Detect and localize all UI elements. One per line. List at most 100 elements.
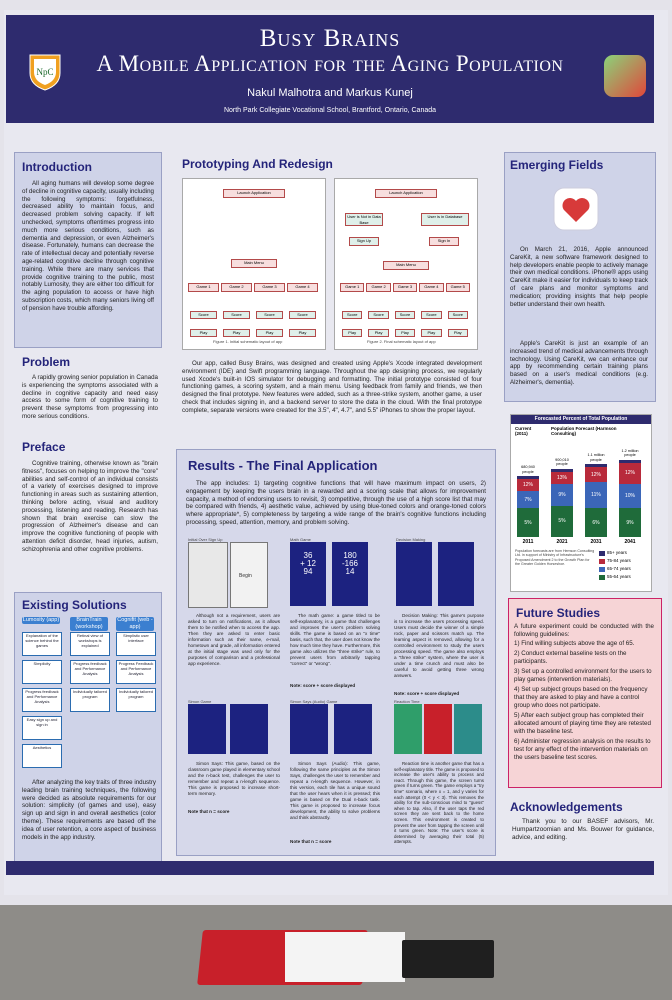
preface-body: Cognitive training, otherwise known as "… <box>22 460 158 553</box>
fig-game-node: Game 2 <box>221 283 252 292</box>
simon-audio-screenshot-1 <box>290 704 328 754</box>
legend-swatch <box>599 575 605 580</box>
fig1-main-menu-node: Main Menu <box>231 259 277 268</box>
results-decision-note: Note: score + score displayed <box>394 691 460 696</box>
decision-screenshot-1 <box>396 542 432 606</box>
fig-score-node: Score <box>342 311 363 319</box>
reaction-screenshot-teal <box>454 704 482 754</box>
future-studies-panel <box>508 598 662 788</box>
forecast-year-label: 2011 <box>522 539 534 545</box>
shot-label-simon: Simon Game <box>188 699 212 704</box>
figure-2-caption: Figure 2. Final schematic layout of app <box>367 339 436 344</box>
prototyping-heading: Prototyping And Redesign <box>182 157 333 171</box>
forecast-bar-label: 11% <box>591 492 601 498</box>
emerging-fields-body-1: On March 21, 2016, Apple announced CareK… <box>510 246 648 308</box>
solution-header-lumosity: Lumosity (app) <box>22 617 60 624</box>
fig-score-node: Score <box>190 311 217 319</box>
legend-label: 85+ years <box>607 550 627 555</box>
forecast-bar-segment <box>551 505 573 537</box>
legend-label: 75-84 years <box>607 558 631 563</box>
solution-item: Easy sign up and sign in <box>22 716 62 740</box>
simon-screenshot-1 <box>188 704 226 754</box>
results-decision-text: Decision Making: This game's purpose is … <box>394 613 484 678</box>
results-simon-note: Note that n = score <box>188 809 230 814</box>
results-intro: The app includes: 1) targeting cognitive… <box>186 480 486 526</box>
emerging-fields-body-2: Apple's CareKit is just an example of an… <box>510 340 648 386</box>
forecast-bar-segment <box>619 508 641 537</box>
forecast-bar-segment <box>551 472 573 485</box>
preface-heading: Preface <box>22 440 66 454</box>
black-notebook <box>402 940 494 978</box>
affiliation: North Park Collegiate Vocational School,… <box>223 107 437 114</box>
bottom-banner <box>6 861 654 875</box>
fig-game-node: Game 1 <box>340 283 365 292</box>
math-value-4: 180 <box>343 551 357 560</box>
acknowledgements-heading: Acknowledgements <box>510 800 623 814</box>
forecast-top-label: 900,010 people <box>555 458 569 467</box>
forecast-source: Population forecasts are from Hemson Con… <box>515 549 595 567</box>
math-value-5: -166 <box>341 559 358 568</box>
fig-play-node: Play <box>223 329 250 337</box>
solution-item: Individually tailored program <box>70 688 110 712</box>
math-value-6: 14 <box>345 567 355 576</box>
solution-header-cognifit: Cognifit (web - app) <box>116 617 154 631</box>
solution-item: Explanation of the science behind the ga… <box>22 632 62 656</box>
simon-audio-screenshot-2 <box>334 704 372 754</box>
signup-screenshot <box>188 542 228 608</box>
forecast-bar-segment <box>585 481 607 509</box>
forecast-bar-label: 12% <box>590 471 601 478</box>
solution-item: Aesthetics <box>22 744 62 768</box>
fig2-signup-node: Sign Up <box>349 237 379 246</box>
solution-item: Simplicity <box>22 660 62 684</box>
title-banner: NpC Busy Brains A Mobile Application for… <box>6 15 654 123</box>
fig-play-node: Play <box>289 329 316 337</box>
forecast-top-label: 1.1 million people <box>587 453 605 462</box>
paper-stack <box>285 932 405 982</box>
forecast-bar-label: 9% <box>626 519 634 526</box>
solution-header-braintrain: BrainTrain (workshop) <box>70 617 108 631</box>
fig-play-node: Play <box>447 329 468 337</box>
forecast-bar-segment <box>551 484 573 506</box>
forecast-bar-top <box>551 469 573 473</box>
fig-game-node: Game 2 <box>366 283 391 292</box>
fig-play-node: Play <box>421 329 442 337</box>
fig-score-node: Score <box>223 311 250 319</box>
prototyping-body: Our app, called Busy Brains, was designe… <box>182 360 482 414</box>
decision-screenshot-2 <box>438 542 474 606</box>
forecast-chart: Forecasted Percent of Total Population C… <box>510 414 652 592</box>
introduction-body: All aging humans will develop some degre… <box>22 180 154 312</box>
forecast-year-label: 2041 <box>624 539 636 545</box>
legend-label: 55-64 years <box>607 574 631 579</box>
results-math-text: The math game: a game titled to be self-… <box>290 613 380 666</box>
problem-body: A rapidly growing senior population in C… <box>22 374 158 420</box>
forecast-population-label: Population Forecast (Harmson Consulting) <box>551 426 617 436</box>
fig-score-node: Score <box>394 311 416 319</box>
fig-play-node: Play <box>256 329 283 337</box>
future-studies-intro: A future experiment could be conducted w… <box>514 623 654 638</box>
forecast-bar-label: 5% <box>558 518 566 525</box>
results-math-note: Note: score + score displayed <box>290 683 356 688</box>
forecast-bar-segment <box>619 484 641 509</box>
carekit-heart-icon <box>553 187 599 231</box>
forecast-year-label: 2021 <box>556 539 568 545</box>
title-line-2: A Mobile Application for the Aging Popul… <box>96 51 564 76</box>
fig2-user-new-node: User is Not in Data Base <box>345 213 383 226</box>
fig-score-node: Score <box>368 311 389 319</box>
math-value-1: 36 <box>303 551 313 560</box>
results-simon-text: Simon Says: This game, based on the clas… <box>188 761 280 796</box>
math-game-screenshot-2: 180 -166 14 <box>332 542 368 606</box>
shot-label-simon-audio: Simon Says (Audio) Game <box>290 699 338 704</box>
future-studies-heading: Future Studies <box>516 606 601 620</box>
forecast-current-label: Current (2011) <box>515 426 532 436</box>
brain-app-logo-icon <box>604 55 646 97</box>
legend-swatch <box>599 559 605 564</box>
simon-screenshot-2 <box>230 704 268 754</box>
forecast-bar-segment <box>517 479 539 492</box>
fig2-user-in-node: User is in Database <box>421 213 469 226</box>
shot-label-math: Math Game <box>290 537 311 542</box>
forecast-top-label: 680,940 people <box>521 465 535 474</box>
math-value-3: 94 <box>303 567 313 576</box>
results-simon-audio-note: Note that n = score <box>290 839 332 844</box>
fig-play-node: Play <box>394 329 416 337</box>
